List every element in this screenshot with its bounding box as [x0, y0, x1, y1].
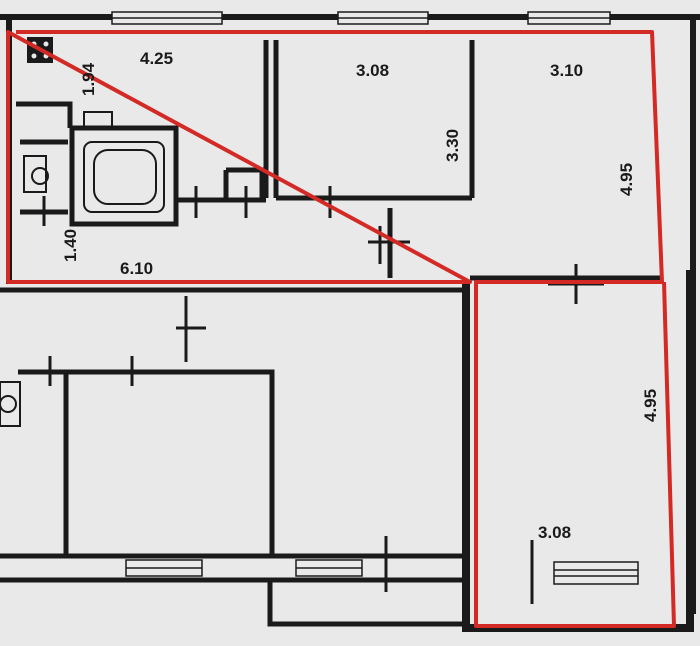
dimension-label-room-lower-right-depth: 4.95	[641, 389, 660, 422]
apartment-outline	[6, 30, 676, 628]
interior-walls	[0, 40, 660, 627]
dimension-label-room-middle-depth: 3.30	[443, 129, 462, 162]
dimension-label-kitchen-width: 4.25	[140, 49, 173, 68]
sink-icon	[83, 111, 113, 129]
bathtub-icon	[83, 141, 165, 213]
dimension-label-room-lower-right-width: 3.08	[538, 523, 571, 542]
dimension-label-hall-width: 1.40	[61, 229, 80, 262]
dimension-label-room-right-width: 3.10	[550, 61, 583, 80]
bottom-windows	[125, 559, 639, 585]
fixtures	[0, 37, 165, 427]
dimension-label-room-middle-width: 3.08	[356, 61, 389, 80]
dimension-label-kitchen-side: 1.94	[79, 62, 98, 96]
top-windows	[111, 11, 611, 25]
dimension-label-room-right-depth: 4.95	[617, 163, 636, 196]
toilet-icon	[0, 381, 21, 427]
dimension-label-hall-length: 6.10	[120, 259, 153, 278]
window	[553, 561, 639, 585]
toilet-icon	[23, 155, 47, 193]
